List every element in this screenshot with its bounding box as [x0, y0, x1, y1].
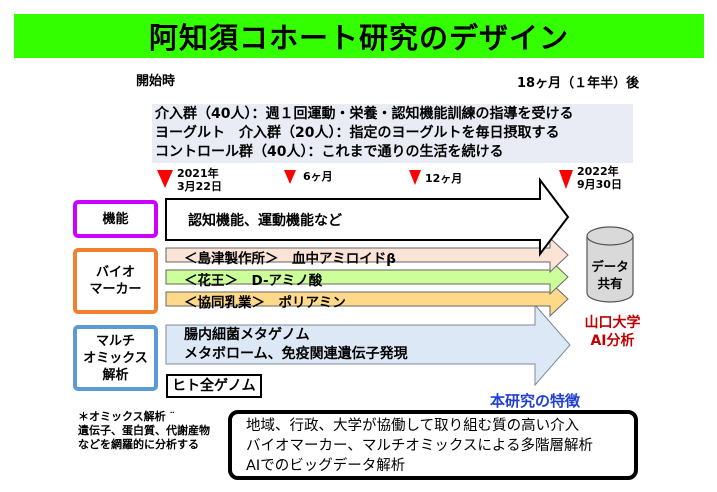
ai-analysis-label: 山口大学 AI分析 [584, 315, 641, 349]
marker-12m-label: 12ヶ月 [425, 172, 463, 185]
human-genome-box: ヒト全ゲノム [166, 374, 262, 398]
category-biomarker: バイオ マーカー [73, 248, 158, 314]
features-box: 地域、行政、大学が協働して取り組む質の高い介入 バイオマーカー、マルチオミックス… [228, 410, 638, 480]
feature-item: AIでのビッグデータ解析 [246, 458, 406, 474]
group-intervention: 介入群（40人）：週１回運動・栄養・認知機能訓練の指導を受ける [155, 106, 574, 122]
data-share-label: データ 共有 [591, 259, 629, 291]
study-groups: 介入群（40人）：週１回運動・栄養・認知機能訓練の指導を受ける ヨーグルト 介入… [152, 104, 633, 163]
biomarker-arrow-1 [165, 236, 569, 274]
marker-start-label: 2021年 3月22日 [177, 167, 222, 193]
marker-end-label: 2022年 9月30日 [577, 165, 622, 191]
multiomics-arrow [165, 303, 571, 387]
end-label: 18ヶ月（１年半）後 [517, 76, 640, 91]
feature-item: 地域、行政、大学が協働して取り組む質の高い介入 [246, 418, 580, 434]
omics-note: ＊オミックス解析 ¨ 遺伝子、蛋白質、代謝産物 などを網羅的に分析する [78, 410, 210, 451]
function-arrow-text: 認知機能、運動機能など [188, 213, 342, 229]
marker-6m-label: 6ヶ月 [303, 170, 333, 183]
function-arrow [165, 177, 570, 257]
database-icon [586, 226, 634, 303]
marker-start-icon [157, 170, 173, 188]
category-multiomics: マルチ オミックス 解析 [73, 325, 158, 391]
feature-item: バイオマーカー、マルチオミックスによる多階層解析 [246, 438, 593, 454]
biomarker-text-1: ＜島津製作所＞ 血中アミロイドβ [184, 251, 396, 267]
group-control: コントロール群（40人）：これまで通りの生活を続ける [155, 144, 504, 160]
marker-end-icon [559, 170, 573, 189]
title-bar: 阿知須コホート研究のデザイン [14, 14, 704, 58]
features-heading: 本研究の特徴 [490, 392, 581, 410]
biomarker-text-3: ＜協同乳業＞ ポリアミン [184, 295, 346, 311]
marker-12m-icon [409, 170, 421, 185]
multiomics-arrow-text: 腸内細菌メタゲノム メタボローム、免疫関連遺伝子発現 [184, 327, 408, 362]
category-function: 機能 [73, 200, 158, 238]
start-label: 開始時 [136, 74, 176, 89]
marker-6m-icon [284, 170, 296, 184]
group-yogurt: ヨーグルト 介入群（20人）：指定のヨーグルトを毎日摂取する [155, 125, 560, 141]
page-title: 阿知須コホート研究のデザイン [148, 21, 569, 55]
biomarker-text-2: ＜花王＞ D-アミノ酸 [184, 273, 323, 289]
